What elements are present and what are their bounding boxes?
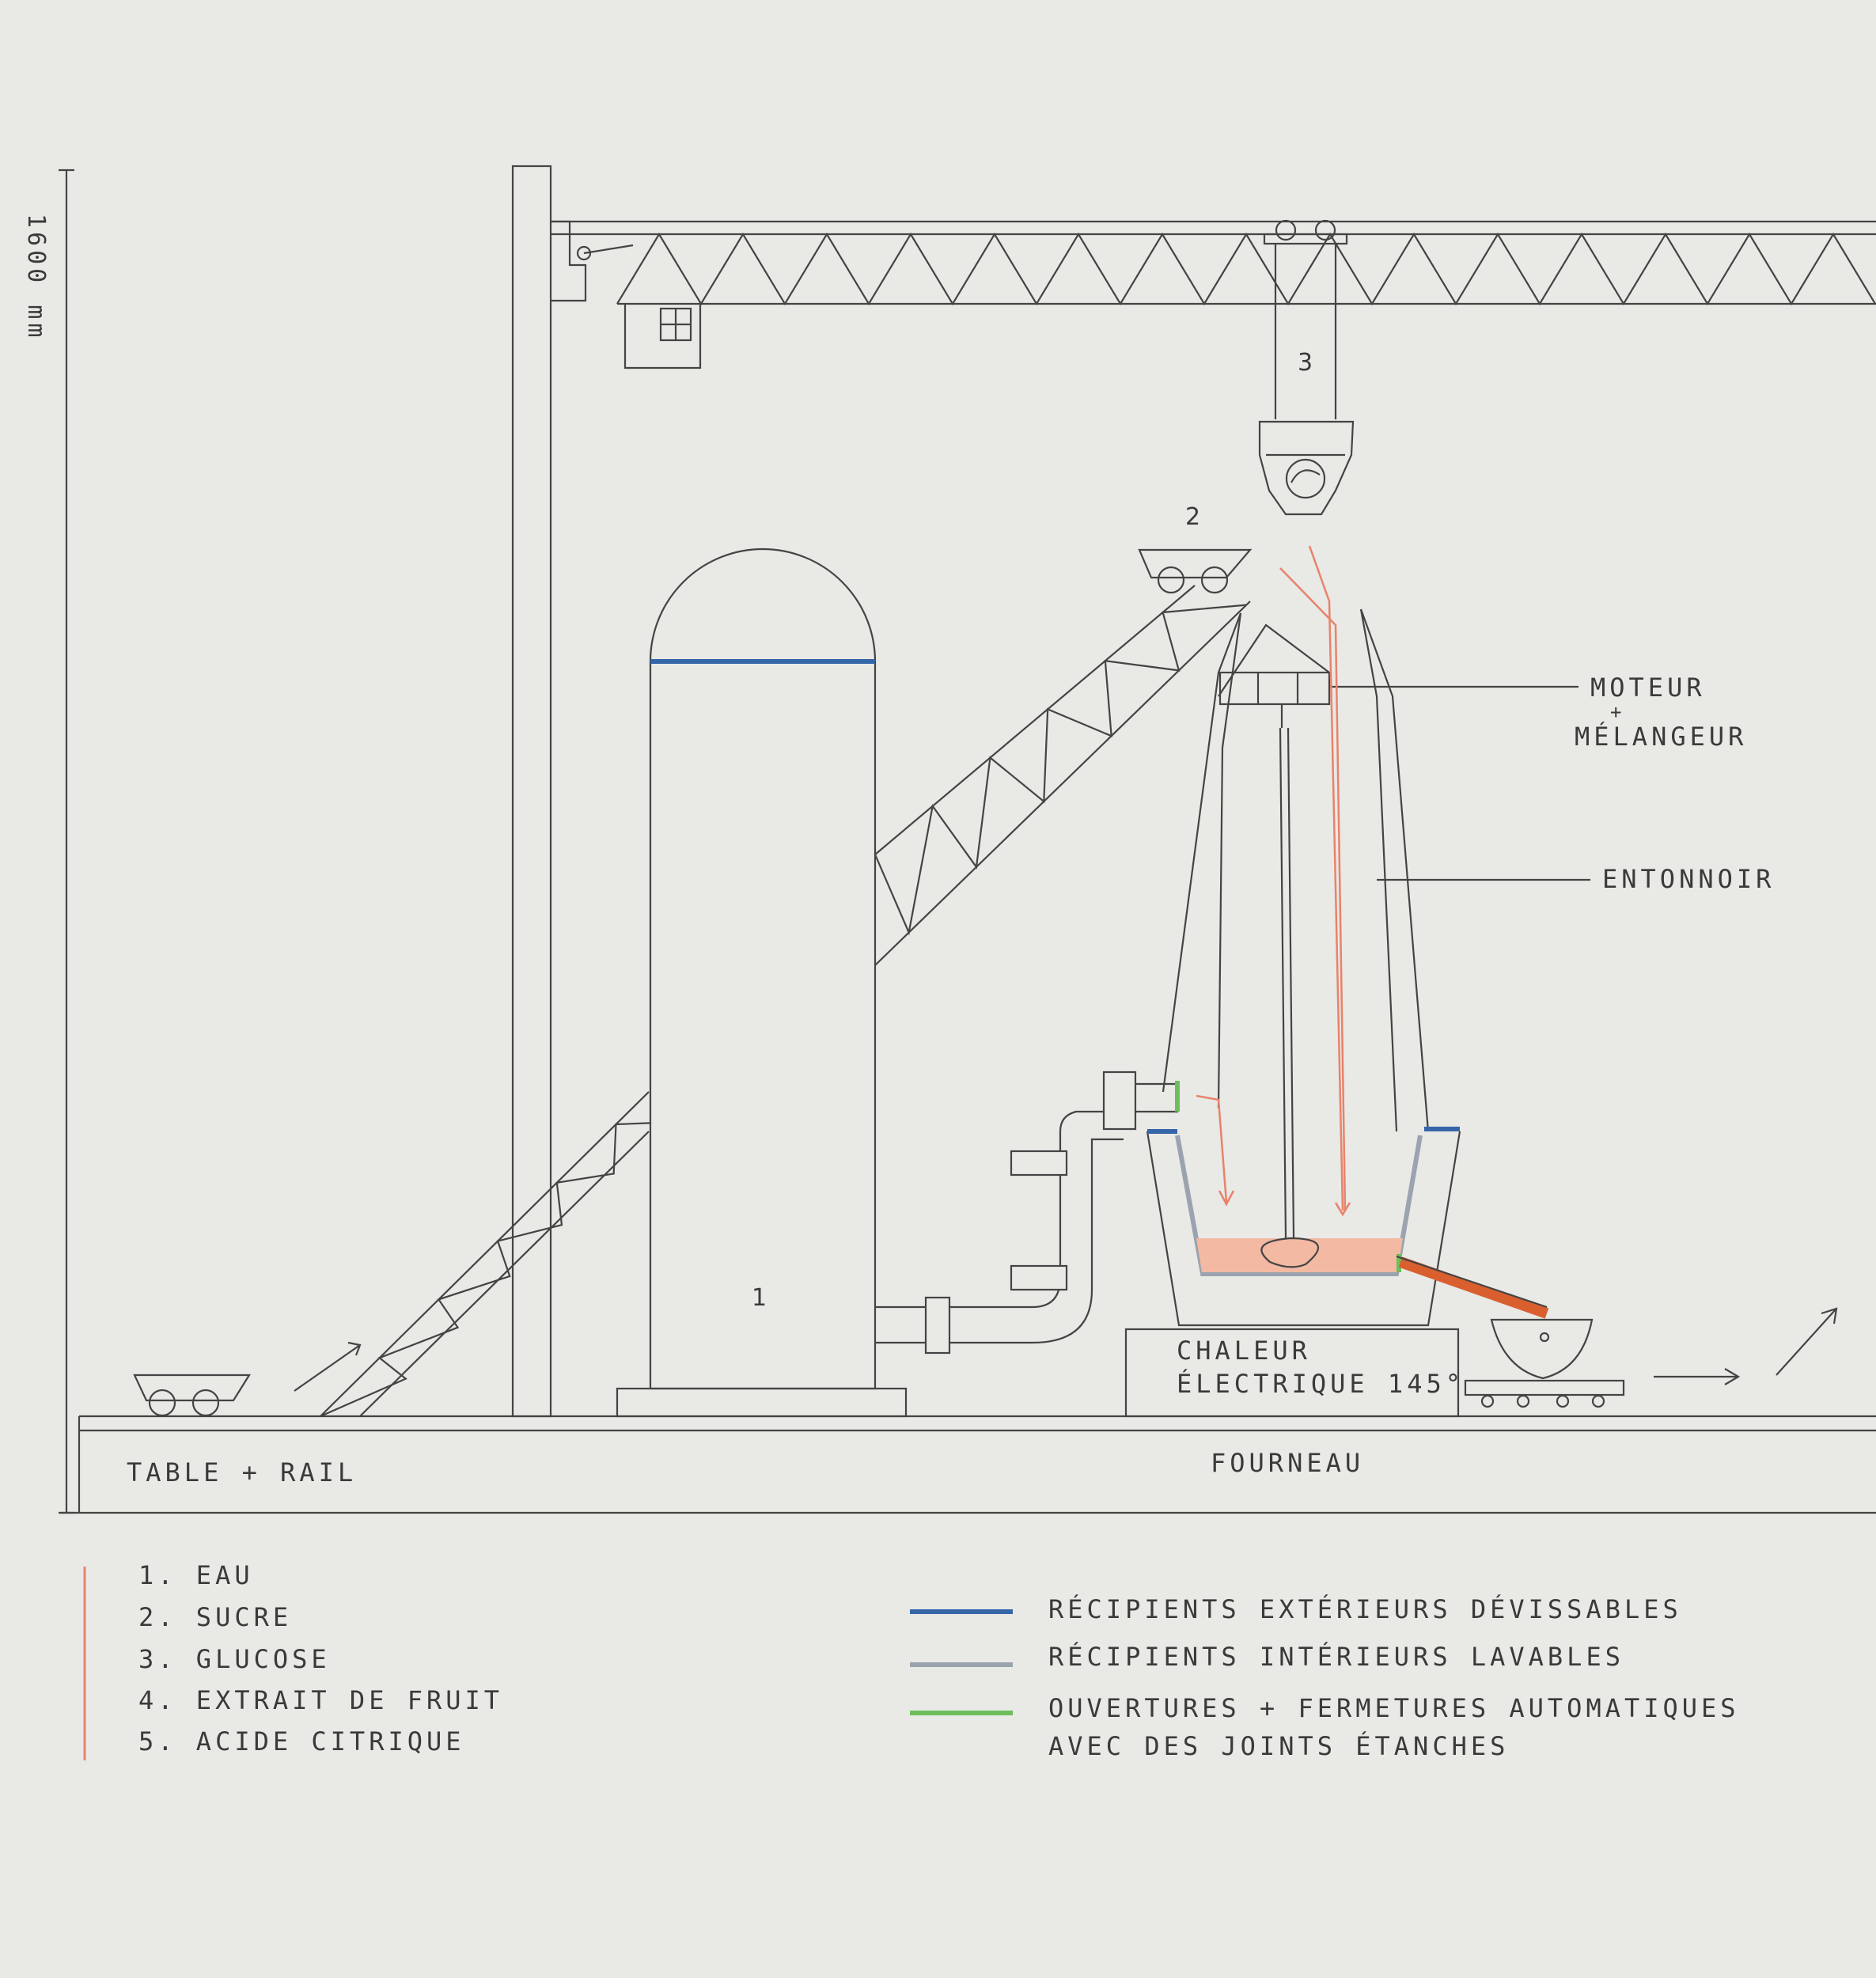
inner-container	[1175, 1135, 1423, 1276]
legend: RÉCIPIENTS EXTÉRIEURS DÉVISSABLES RÉCIPI…	[910, 1594, 1740, 1761]
funnel	[1162, 608, 1590, 1132]
left-cart	[133, 1341, 362, 1417]
motor-plus: +	[1610, 701, 1625, 723]
sugar-cart: 2	[1138, 503, 1253, 594]
legend-text-interior: RÉCIPIENTS INTÉRIEURS LAVABLES	[1048, 1642, 1624, 1672]
ingredient-1: 1. EAU	[138, 1560, 254, 1590]
label-2: 2	[1185, 503, 1200, 531]
crane-truss	[616, 232, 1876, 306]
outlet-spout	[1398, 1256, 1549, 1319]
ingredients-list: 1. EAU 2. SUCRE 3. GLUCOSE 4. EXTRAIT DE…	[83, 1560, 503, 1760]
crane	[511, 165, 1876, 1418]
flow-arrows	[1196, 545, 1351, 1217]
scale-label: 1600 mm	[22, 214, 50, 341]
funnel-label: ENTONNOIR	[1602, 864, 1775, 894]
table-rail-label: TABLE + RAIL	[127, 1457, 357, 1487]
mixer-label: MÉLANGEUR	[1575, 722, 1747, 752]
water-pipe	[875, 1070, 1180, 1355]
heater-label-1: CHALEUR	[1177, 1336, 1311, 1366]
liquid	[1196, 1238, 1403, 1272]
table-rail: TABLE + RAIL FOURNEAU	[60, 1415, 1876, 1514]
water-tank: 1	[616, 548, 908, 1418]
ingredient-2: 2. SUCRE	[138, 1602, 292, 1632]
furnace-label: FOURNEAU	[1211, 1448, 1364, 1478]
left-conveyor	[320, 1091, 666, 1418]
label-1: 1	[752, 1284, 767, 1312]
legend-text-seals-2: AVEC DES JOINTS ÉTANCHES	[1048, 1731, 1509, 1761]
legend-text-exterior: RÉCIPIENTS EXTÉRIEURS DÉVISSABLES	[1048, 1594, 1682, 1624]
ingredient-5: 5. ACIDE CITRIQUE	[138, 1726, 465, 1756]
ingredient-3: 3. GLUCOSE	[138, 1644, 331, 1674]
output-cart	[1464, 1307, 1838, 1408]
heater-label-2: ÉLECTRIQUE 145°	[1177, 1369, 1465, 1399]
sugar-conveyor	[874, 585, 1251, 966]
height-scale: 1600 mm	[22, 169, 74, 1514]
electric-heater: CHALEUR ÉLECTRIQUE 145°	[1124, 1328, 1465, 1418]
glucose-hoist: 3	[1258, 219, 1355, 516]
legend-text-seals: OUVERTURES + FERMETURES AUTOMATIQUES	[1048, 1693, 1740, 1723]
motor-label: MOTEUR	[1590, 673, 1706, 703]
cooking-vessel	[1146, 727, 1549, 1327]
ingredient-4: 4. EXTRAIT DE FRUIT	[138, 1685, 503, 1715]
label-3: 3	[1298, 349, 1313, 377]
